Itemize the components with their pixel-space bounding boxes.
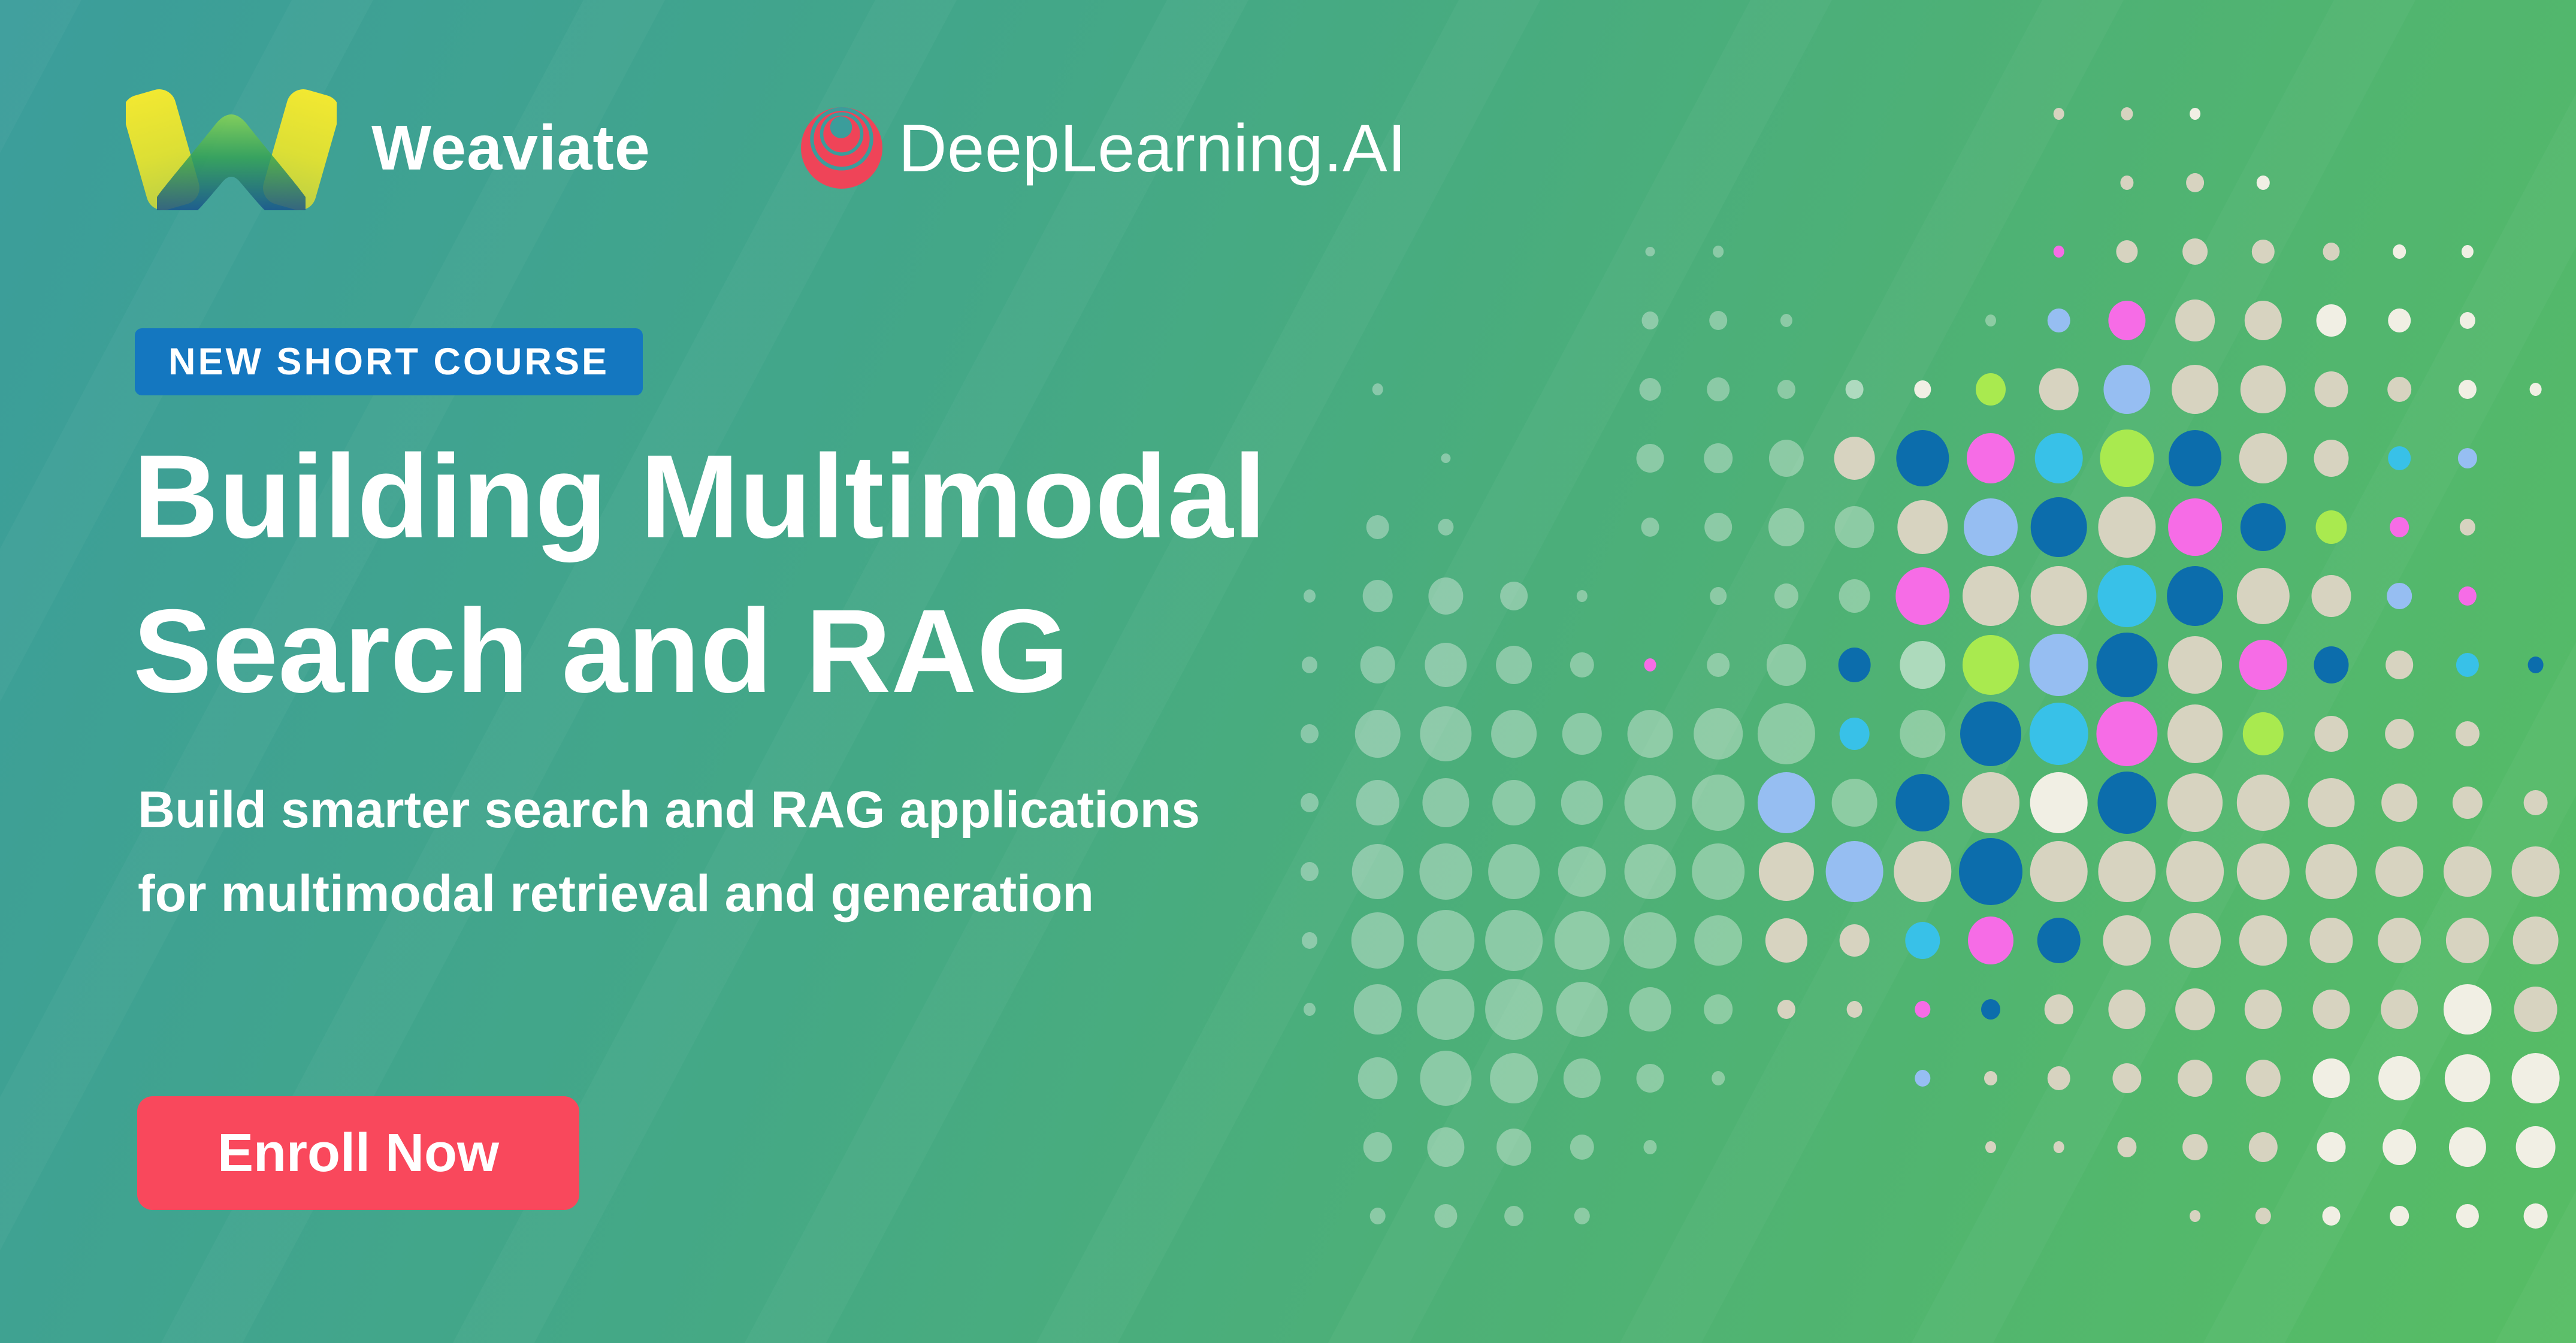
course-subtitle-line-2: for multimodal retrieval and generation [138,865,1095,922]
enroll-now-button[interactable]: Enroll Now [137,1096,579,1210]
enroll-now-label: Enroll Now [217,1123,499,1183]
course-title-line-1: Building Multimodal [133,430,1266,562]
course-subtitle: Build smarter search and RAG application… [138,768,1200,936]
weaviate-logo: Weaviate [126,86,651,210]
deeplearning-ai-icon [800,107,882,189]
course-title: Building Multimodal Search and RAG [133,419,1266,728]
badge-label: NEW SHORT COURSE [168,341,610,383]
deeplearning-ai-wordmark: DeepLearning.AI [898,110,1407,186]
brand-row: Weaviate DeepLearning.AI [126,86,1407,210]
deeplearning-ai-logo: DeepLearning.AI [800,107,1407,189]
course-subtitle-line-1: Build smarter search and RAG application… [138,781,1201,839]
weaviate-wordmark: Weaviate [371,112,651,183]
weaviate-w-icon [126,89,337,210]
course-title-line-2: Search and RAG [133,585,1069,717]
new-short-course-badge: NEW SHORT COURSE [135,328,643,395]
